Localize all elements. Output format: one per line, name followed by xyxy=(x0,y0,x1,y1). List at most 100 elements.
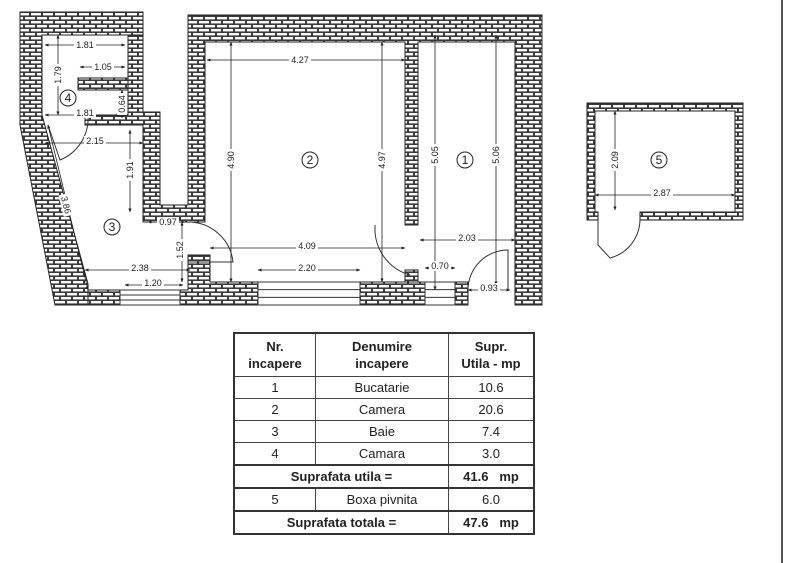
room-number-label: 4 xyxy=(65,91,72,105)
subtotal-row: Suprafata utila = 41.6 mp xyxy=(233,464,535,489)
dimension-label: 4.09 xyxy=(298,241,316,251)
dimension-label: 2.09 xyxy=(610,151,620,169)
wall xyxy=(84,14,543,306)
dimension-label: 4.97 xyxy=(377,151,387,169)
room-labels: 1 2 3 4 5 xyxy=(59,89,668,236)
room-area: 7.4 xyxy=(448,420,535,443)
dimension: 4.27 xyxy=(206,55,406,65)
dimension: 2.87 xyxy=(594,188,736,198)
room-number: 1 xyxy=(456,151,474,169)
dimension-label: 1.81 xyxy=(76,108,94,118)
room-area: 20.6 xyxy=(448,398,535,421)
door-swing xyxy=(374,225,411,276)
dimension: 2.20 xyxy=(257,263,361,273)
dimension-label: 1.52 xyxy=(175,241,185,259)
dimension: 2.38 xyxy=(84,263,191,273)
total-row: Suprafata totala = 47.6 mp xyxy=(233,510,535,535)
room-nr: 5 xyxy=(233,487,316,512)
room-number-label: 2 xyxy=(307,153,314,167)
room-area: 3.0 xyxy=(448,442,535,466)
dimension: 4.97 xyxy=(377,41,387,283)
dimension: 2.15 xyxy=(44,136,144,146)
room-name: Camara xyxy=(315,442,449,466)
dimension-label: 5.05 xyxy=(430,146,440,164)
dimension: 1.81 xyxy=(44,40,126,50)
room-number: 5 xyxy=(650,151,668,169)
dimension: 5.05 xyxy=(430,34,440,291)
wall xyxy=(77,77,129,91)
room-name: Baie xyxy=(315,420,449,443)
total-number: 47.6 xyxy=(463,515,489,530)
dimension-label: 3.86 xyxy=(59,195,73,214)
dimension: 1.91 xyxy=(125,129,135,213)
window xyxy=(424,281,456,306)
dimension: 1.05 xyxy=(79,62,126,72)
dimension: 2.03 xyxy=(419,233,516,243)
wall xyxy=(454,281,469,306)
dimension: 0.97 xyxy=(147,217,186,227)
room-nr: 4 xyxy=(233,442,316,466)
dimension: 0.64 xyxy=(117,89,127,119)
dimension-lines: 1.81 1.05 1.79 1.81 0.64 2.15 1.91 3.86 0.97 1.52… xyxy=(44,34,736,293)
dimension: 4.09 xyxy=(209,241,406,251)
header-area: Supr. Utila - mp xyxy=(448,332,535,377)
dimension-label: 0.93 xyxy=(480,283,498,293)
header-text: Supr. xyxy=(474,339,508,354)
room-nr: 3 xyxy=(233,420,316,443)
dimension-label: 2.15 xyxy=(86,136,104,146)
header-text: Utila - mp xyxy=(461,356,521,371)
room-name: Boxa pivnita xyxy=(315,487,449,512)
dimension: 5.06 xyxy=(491,34,501,286)
dimension-label: 1.91 xyxy=(125,161,135,179)
subtotal-value: 41.6 mp xyxy=(448,464,535,489)
dimension-label: 1.05 xyxy=(94,62,112,72)
room-number: 2 xyxy=(301,151,319,169)
room-area: 6.0 xyxy=(448,487,535,512)
dimension-label: 2.03 xyxy=(458,233,476,243)
room-nr: 2 xyxy=(233,398,316,421)
window xyxy=(119,289,181,306)
total-value: 47.6 mp xyxy=(448,510,535,535)
room-number-label: 3 xyxy=(109,220,116,234)
page-border xyxy=(781,0,783,563)
dimension: 1.20 xyxy=(124,278,184,288)
room-nr: 1 xyxy=(233,376,316,399)
dimension: 0.93 xyxy=(467,283,511,293)
wall xyxy=(359,281,426,306)
room-area: 10.6 xyxy=(448,376,535,399)
dimension-label: 4.90 xyxy=(226,151,236,169)
room-name: Bucatarie xyxy=(315,376,449,399)
dimension-label: 0.97 xyxy=(159,217,177,227)
door-swing xyxy=(597,219,641,259)
dimension-label: 0.64 xyxy=(117,95,127,113)
door-swing xyxy=(467,249,509,291)
total-label: Suprafata totala = xyxy=(233,510,449,535)
dimension: 1.52 xyxy=(175,221,185,283)
dimension-label: 1.20 xyxy=(144,278,162,288)
dimension: 1.79 xyxy=(53,34,63,116)
room-number: 4 xyxy=(59,89,77,107)
subtotal-number: 41.6 xyxy=(463,469,489,484)
room-number: 3 xyxy=(103,218,121,236)
wall xyxy=(179,254,259,306)
header-text: incapere xyxy=(355,356,409,371)
dimension: 0.70 xyxy=(424,261,456,271)
total-unit: mp xyxy=(499,515,519,530)
windows xyxy=(119,281,456,306)
dimension: 1.81 xyxy=(44,108,121,118)
dimension-label: 2.20 xyxy=(298,263,316,273)
dimension-label: 0.70 xyxy=(431,261,449,271)
dimension-label: 2.38 xyxy=(131,263,149,273)
subtotal-label: Suprafata utila = xyxy=(233,464,449,489)
header-text: Nr. xyxy=(266,339,284,354)
dimension-label: 1.81 xyxy=(76,40,94,50)
window xyxy=(257,281,361,306)
wall xyxy=(87,289,121,306)
